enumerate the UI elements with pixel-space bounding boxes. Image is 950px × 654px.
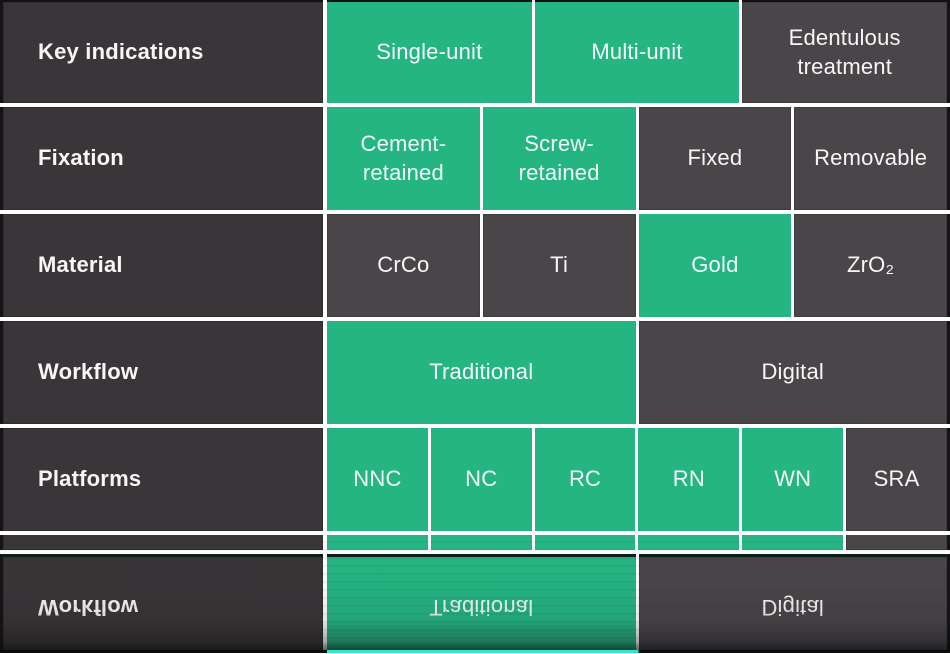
row-header-fixation: Fixation	[0, 107, 323, 210]
cell-edentulous-treatment: Edentulous treatment	[742, 0, 950, 103]
row-header-material: Material	[0, 214, 323, 317]
row-header-label: Workflow	[38, 359, 139, 385]
reflection: Workflow Traditional Digital Platforms N…	[0, 535, 950, 653]
cell-fixed: Fixed	[638, 107, 792, 210]
cell-removable: Removable	[794, 107, 950, 210]
cell-zro2: ZrO₂	[794, 214, 950, 317]
row-cells: Traditional Digital	[327, 321, 950, 424]
row-header-workflow: Workflow	[0, 321, 323, 424]
cell-sra: SRA	[846, 428, 950, 531]
row-cells: NNC NC RC RN WN SRA	[327, 428, 950, 531]
row-header-label: Material	[38, 252, 123, 278]
row-header-label: Platforms	[38, 466, 142, 492]
row-cells: CrCo Ti Gold ZrO₂	[327, 214, 950, 317]
cell-screw-retained: Screw-retained	[482, 107, 636, 210]
row-fixation: Fixation Cement-retained Screw-retained …	[0, 107, 950, 210]
cell-multi-unit: Multi-unit	[534, 0, 740, 103]
cell-traditional: Traditional	[327, 321, 636, 424]
cell-nnc: NNC	[327, 428, 428, 531]
cell-gold: Gold	[638, 214, 792, 317]
cell-digital: Digital	[638, 321, 950, 424]
cell-rn: RN	[638, 428, 740, 531]
cell-ti: Ti	[482, 214, 636, 317]
row-platforms: Platforms NNC NC RC RN WN SRA	[0, 428, 950, 531]
row-key-indications: Key indications Single-unit Multi-unit E…	[0, 0, 950, 103]
row-header-label: Key indications	[38, 39, 204, 65]
row-header-key-indications: Key indications	[0, 0, 323, 103]
row-header-label: Fixation	[38, 145, 124, 171]
cell-single-unit: Single-unit	[327, 0, 532, 103]
reflection-row-workflow: Workflow Traditional Digital	[0, 554, 950, 653]
row-material: Material CrCo Ti Gold ZrO₂	[0, 214, 950, 317]
row-workflow: Workflow Traditional Digital	[0, 321, 950, 424]
cell-rc: RC	[534, 428, 636, 531]
reflection-mirrored-content: Workflow Traditional Digital Platforms N…	[0, 535, 950, 653]
reflection-row-platforms: Platforms NNC NC RC RN WN SRA	[0, 535, 950, 550]
cell-nc: NC	[430, 428, 532, 531]
row-cells: Cement-retained Screw-retained Fixed Rem…	[327, 107, 950, 210]
cell-wn: WN	[742, 428, 844, 531]
row-header-platforms: Platforms	[0, 428, 323, 531]
row-cells: Single-unit Multi-unit Edentulous treatm…	[327, 0, 950, 103]
cell-cement-retained: Cement-retained	[327, 107, 480, 210]
cell-crco: CrCo	[327, 214, 480, 317]
